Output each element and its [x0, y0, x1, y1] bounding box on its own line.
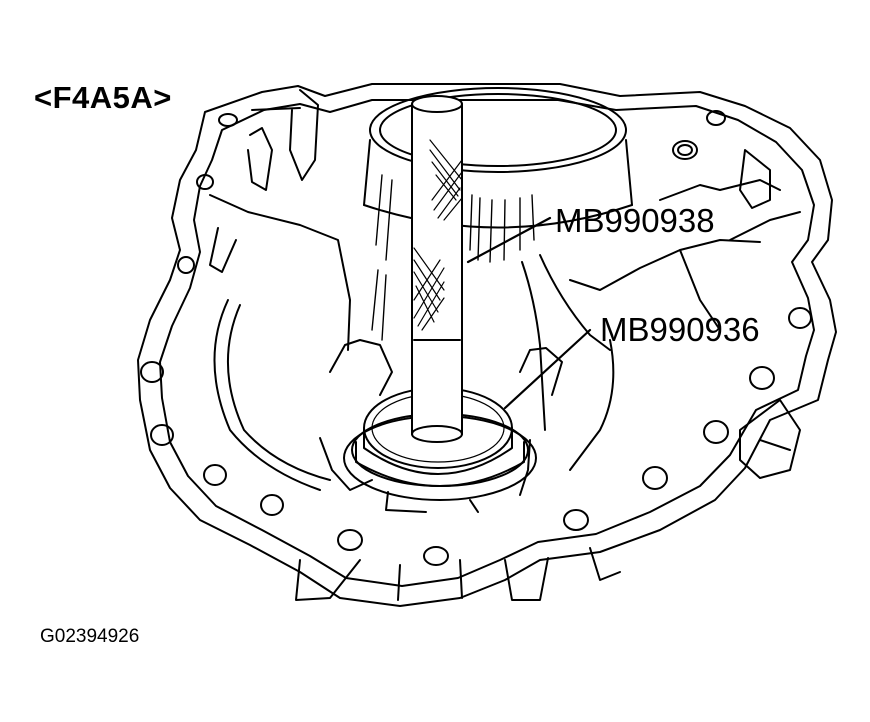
- upper-bore: [364, 88, 632, 228]
- leader-mb990938: [468, 218, 550, 262]
- figure-id: G02394926: [40, 626, 140, 647]
- installer-tool: [320, 340, 562, 512]
- case-inner-walls: [210, 90, 800, 600]
- bar-knurling: [414, 140, 462, 330]
- leader-mb990936: [505, 330, 590, 408]
- callout-label-bar: MB990938: [555, 202, 715, 239]
- driver-bar-tool: [412, 96, 462, 442]
- callout-leaders: [468, 218, 590, 408]
- callout-label-installer: MB990936: [600, 311, 760, 348]
- flange-bolt-holes: [141, 111, 811, 565]
- bore-shading: [372, 175, 534, 340]
- model-title: <F4A5A>: [34, 80, 172, 115]
- case-outer-flange: [138, 84, 836, 606]
